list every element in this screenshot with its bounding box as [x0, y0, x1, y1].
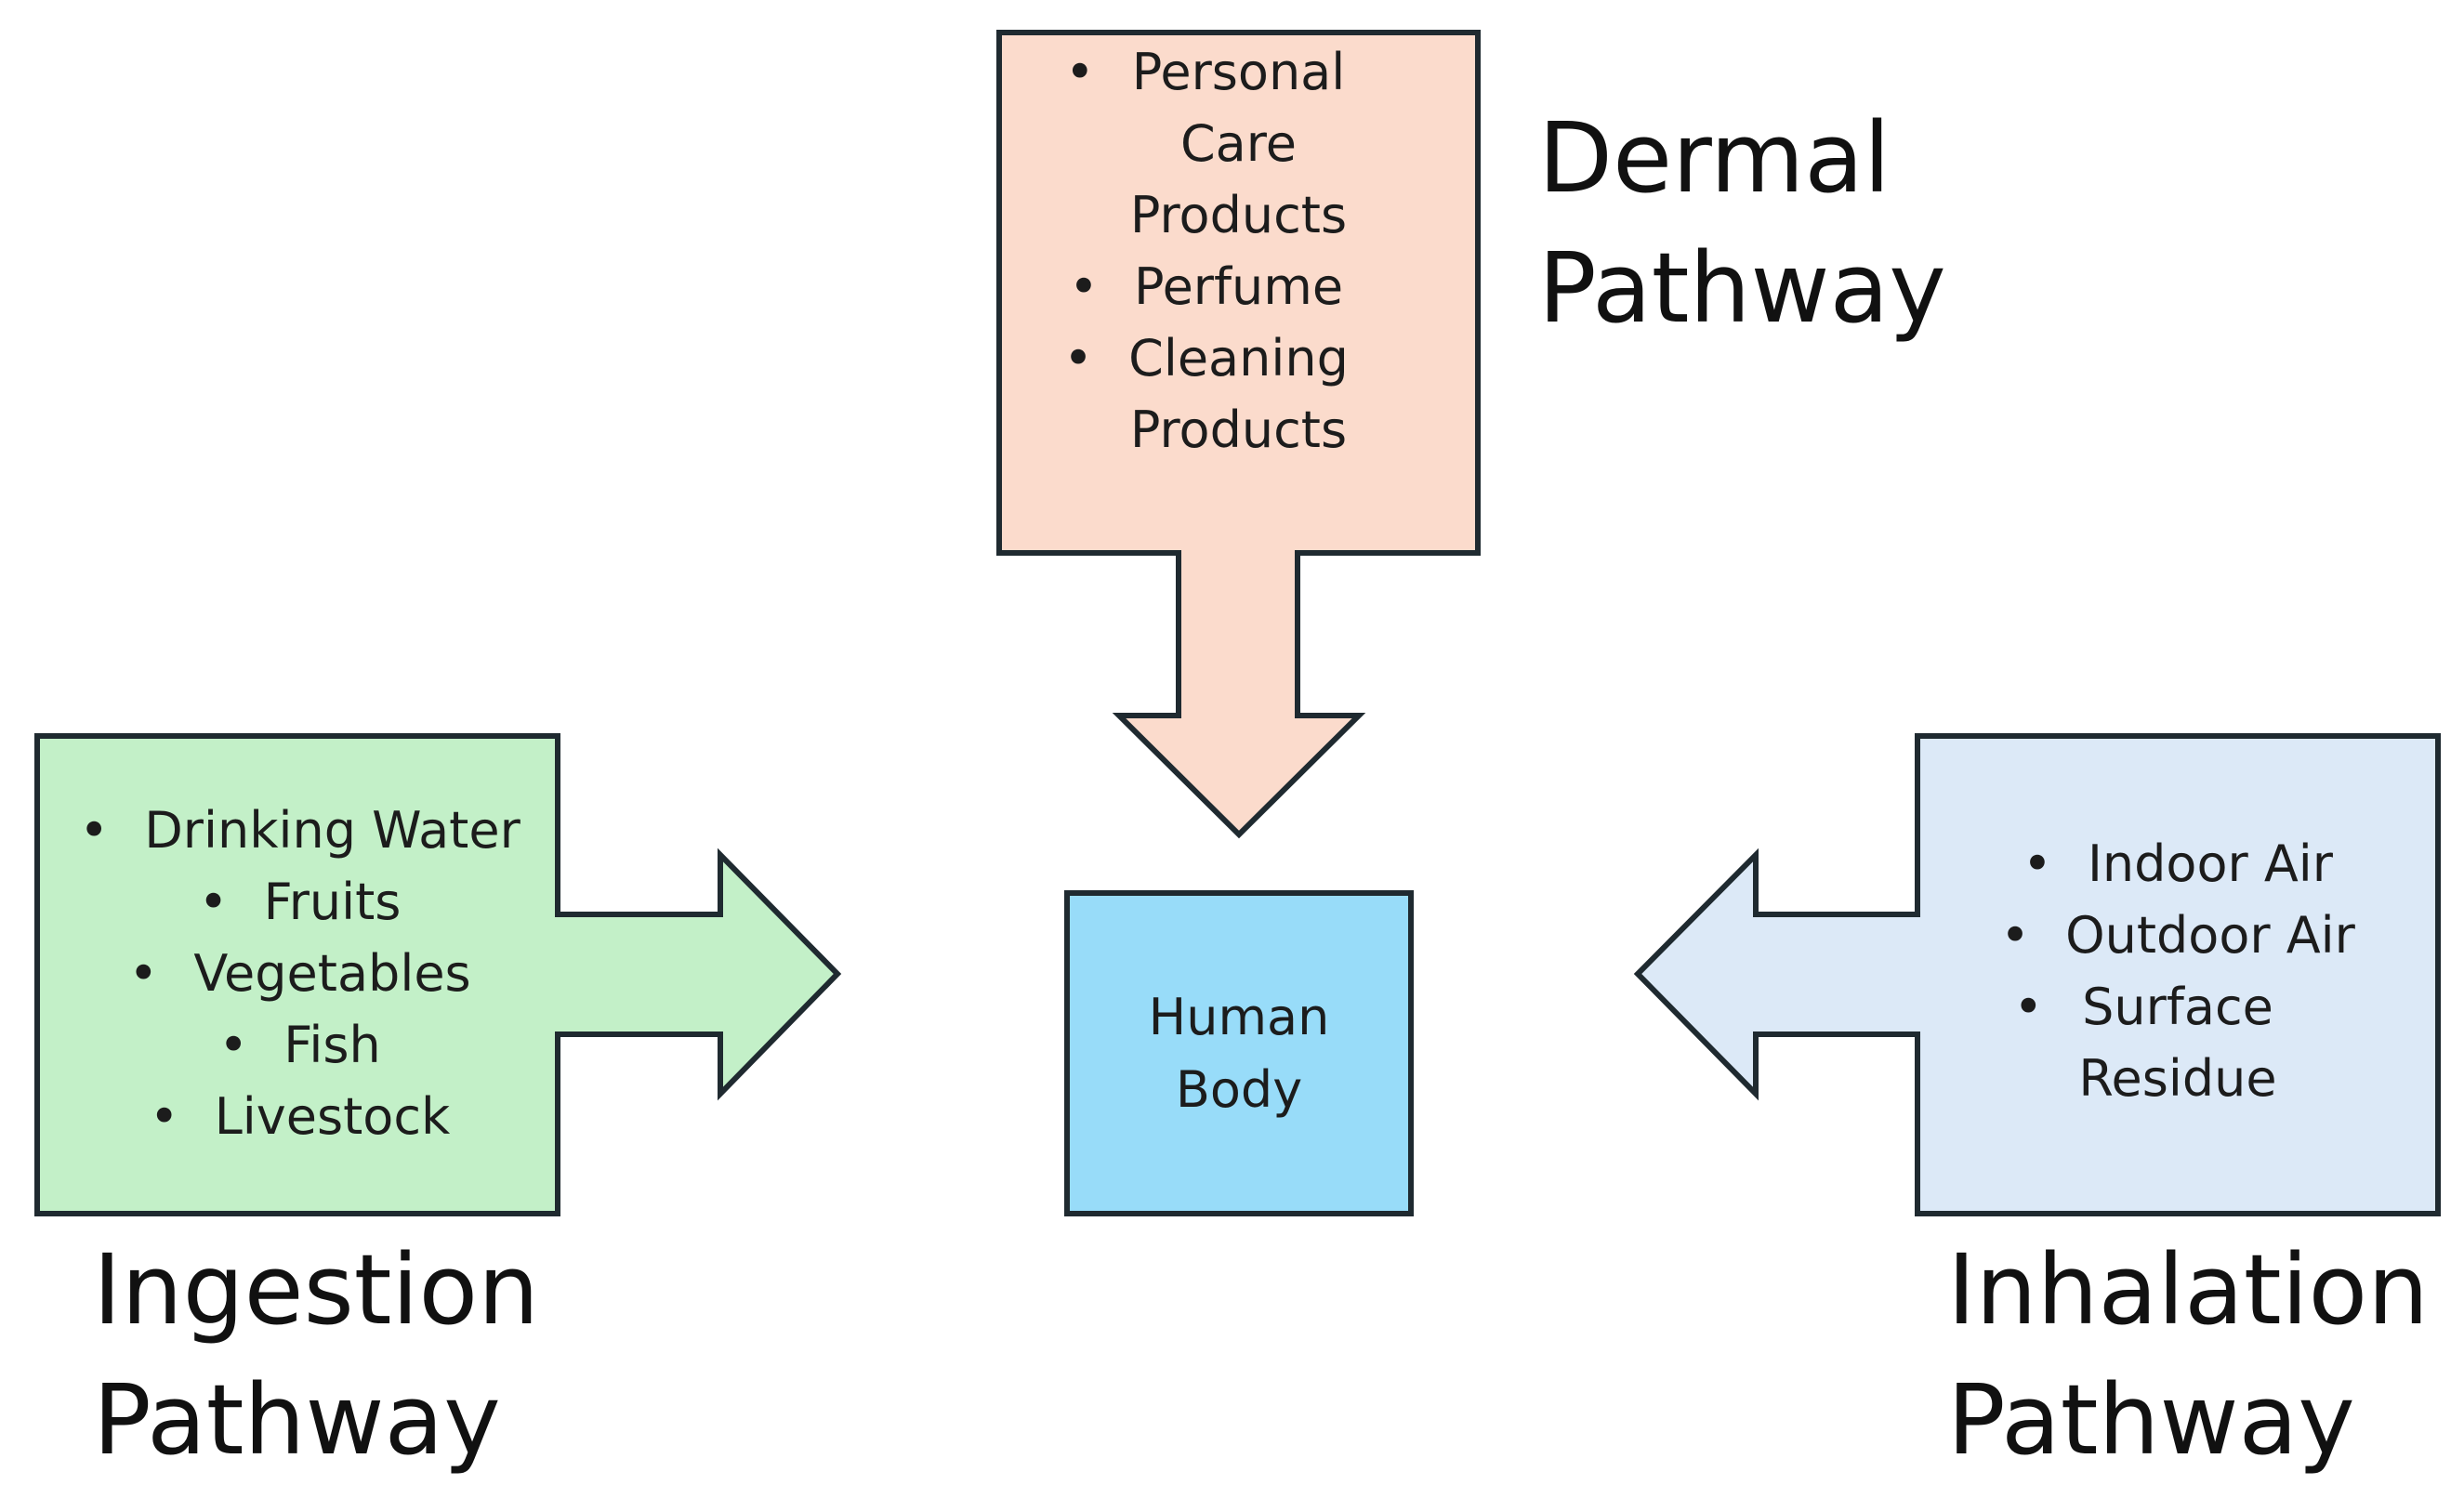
dermal-item-text: Personal [1131, 43, 1346, 101]
bullet-icon: • [149, 1087, 179, 1146]
inhalation-item-text: Outdoor Air [2065, 906, 2355, 965]
ingestion-item: • Livestock [150, 1081, 451, 1152]
ingestion-source-arrow [34, 733, 842, 1216]
inhalation-item: • Outdoor Air [2000, 900, 2355, 971]
dermal-item: • Perfume [1069, 251, 1408, 322]
bullet-icon: • [128, 944, 159, 1003]
inhalation-item-text: Indoor Air [2087, 834, 2333, 893]
inhalation-source-arrow [1633, 733, 2441, 1216]
ingestion-item-text: Drinking Water [144, 801, 520, 860]
ingestion-item-list: • Drinking Water • Fruits • Vegetables •… [42, 785, 558, 1162]
dermal-item-list: • Personal Care Products • Perfume • Cle… [1004, 37, 1473, 465]
dermal-item-text: Products [1129, 401, 1348, 459]
dermal-item: • Cleaning Products [1063, 322, 1414, 466]
inhalation-item-list: • Indoor Air • Outdoor Air • Surface Res… [1922, 818, 2433, 1124]
inhalation-item: • Surface Residue [2013, 971, 2341, 1114]
bullet-icon: • [2000, 906, 2030, 965]
ingestion-item-text: Vegetables [193, 944, 471, 1003]
bullet-icon: • [1064, 43, 1095, 101]
ingestion-item: • Vegetables [128, 938, 470, 1009]
ingestion-item: • Fish [218, 1009, 381, 1081]
bullet-icon: • [198, 873, 229, 931]
bullet-icon: • [2022, 834, 2052, 893]
inhalation-item-text: Surface [2082, 978, 2273, 1036]
dermal-item-text: Perfume [1133, 257, 1344, 316]
inhalation-item: • Indoor Air [2023, 828, 2333, 900]
ingestion-item: • Drinking Water [79, 795, 520, 866]
human-body-label: Human Body [1070, 896, 1408, 1211]
ingestion-item: • Fruits [199, 866, 402, 938]
bullet-icon: • [218, 1016, 249, 1074]
human-body-box [1064, 890, 1414, 1216]
dermal-item: • Personal Care Products [1065, 36, 1412, 251]
dermal-item-text: Care [1179, 114, 1298, 173]
ingestion-item-text: Livestock [214, 1087, 451, 1146]
ingestion-pathway-label: Ingestion Pathway [93, 1233, 539, 1477]
inhalation-item-text: Residue [2078, 1049, 2277, 1108]
ingestion-item-text: Fruits [263, 873, 402, 931]
dermal-source-arrow [996, 30, 1481, 839]
bullet-icon: • [2013, 978, 2044, 1036]
inhalation-pathway-label: Inhalation Pathway [1947, 1233, 2430, 1477]
human-body-line: Human [1148, 987, 1330, 1046]
dermal-item-text: Cleaning [1128, 329, 1349, 388]
bullet-icon: • [1063, 329, 1093, 388]
dermal-pathway-label: Dermal Pathway [1538, 101, 1946, 345]
dermal-item-text: Products [1129, 186, 1348, 244]
bullet-icon: • [79, 801, 110, 860]
ingestion-item-text: Fish [283, 1016, 381, 1074]
bullet-icon: • [1068, 257, 1099, 316]
human-body-line: Body [1175, 1059, 1303, 1119]
